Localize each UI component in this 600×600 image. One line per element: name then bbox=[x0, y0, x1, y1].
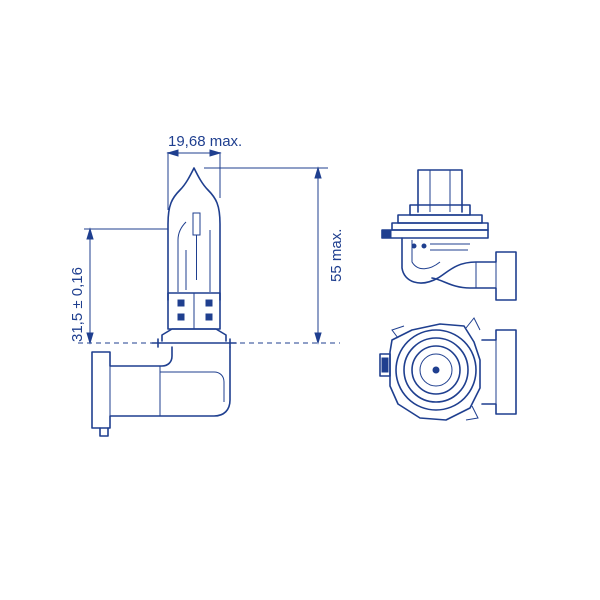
latch bbox=[99, 427, 109, 437]
small-bulb-neck bbox=[417, 169, 463, 213]
center-dot bbox=[432, 366, 440, 374]
key-ring bbox=[389, 323, 481, 421]
small-connector bbox=[401, 237, 517, 301]
width-dimension-label: 19,68 max. bbox=[168, 133, 242, 150]
end-connector bbox=[481, 329, 517, 415]
filament bbox=[192, 212, 201, 236]
height-dimension-label: 55 max. bbox=[328, 229, 345, 282]
outer-ring bbox=[395, 329, 477, 411]
bulb-inner-shape bbox=[177, 221, 211, 292]
dimension-lines: 19,68 max. 55 max. 31,5 ± 0,16 bbox=[69, 133, 345, 345]
end-view bbox=[379, 317, 517, 421]
connector-housing bbox=[91, 346, 231, 429]
side-view bbox=[78, 167, 340, 437]
contact-left bbox=[177, 299, 185, 307]
flange bbox=[161, 328, 227, 342]
side-view-small bbox=[381, 169, 517, 301]
contact-right bbox=[205, 299, 213, 307]
small-flange bbox=[381, 229, 489, 239]
reference-dimension-label: 31,5 ± 0,16 bbox=[69, 267, 86, 342]
glass-bulb bbox=[167, 167, 221, 301]
